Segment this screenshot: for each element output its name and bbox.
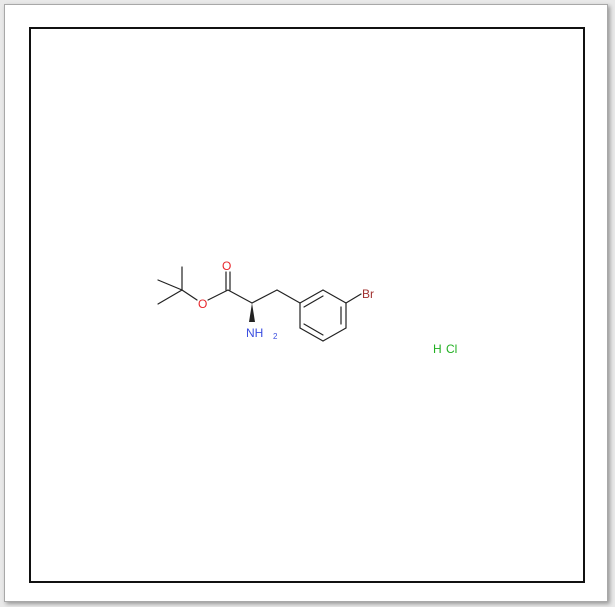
ring-bond-5 <box>299 327 324 342</box>
bond-alpha-methylene <box>251 289 278 304</box>
salt-chlorine: Cl <box>446 342 457 356</box>
ring-inner-bond-c <box>303 323 324 336</box>
atom-oxygen-ester: O <box>198 297 207 311</box>
bond-carbonyl-alpha <box>227 289 253 304</box>
atom-amine-subscript: 2 <box>273 332 278 341</box>
atom-bromine: Br <box>362 287 374 301</box>
ring-inner-bond-a <box>303 295 324 308</box>
bond-oxygen-carbonyl-carbon <box>207 289 229 301</box>
atom-amine: NH <box>246 326 263 340</box>
bond-methylene-ring <box>276 289 301 304</box>
bond-ring-bromine <box>345 293 362 304</box>
ring-bond-1 <box>299 289 324 304</box>
bond-tbu-oxygen <box>181 289 198 301</box>
salt-hydrogen: H <box>433 342 442 356</box>
atom-oxygen-carbonyl: O <box>222 259 231 273</box>
bond-tbu-methyl-left <box>157 279 183 291</box>
bond-tbu-methyl-bottom <box>157 289 183 305</box>
ring-bond-4 <box>322 327 347 342</box>
ring-bond-2 <box>322 289 347 304</box>
wedge-bond-amine <box>249 303 255 322</box>
document-page <box>4 4 608 602</box>
